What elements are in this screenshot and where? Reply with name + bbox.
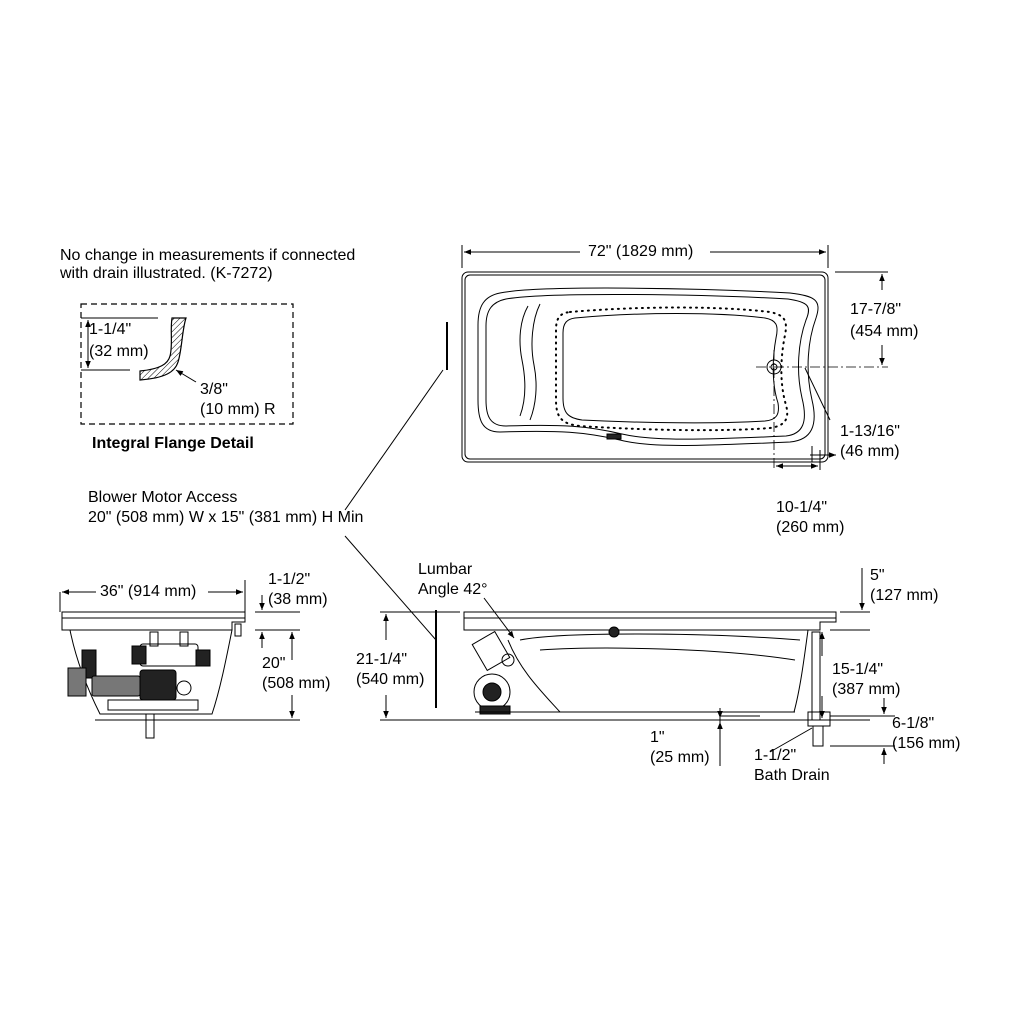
top-view <box>461 245 888 470</box>
clearance-imperial: 1" <box>650 729 665 746</box>
flange-detail-title: Integral Flange Detail <box>92 435 254 452</box>
lumbar-line1: Lumbar <box>418 561 473 578</box>
drain-offset-metric: (454 mm) <box>850 323 919 340</box>
water-depth-metric: (387 mm) <box>832 681 901 698</box>
flange-note-line2: with drain illustrated. (K-7272) <box>60 265 273 282</box>
drain-offset-imperial: 17-7/8" <box>850 301 902 318</box>
side-view <box>380 568 895 766</box>
drain-size: 1-1/2" <box>754 747 797 764</box>
flange-height-5-imperial: 5" <box>870 567 885 584</box>
overall-height-imperial: 21-1/4" <box>356 651 408 668</box>
blower-leaders <box>344 322 448 708</box>
water-depth-imperial: 15-1/4" <box>832 661 884 678</box>
deck-metric: (38 mm) <box>268 591 328 608</box>
drain-end-metric: (260 mm) <box>776 519 845 536</box>
flange-note-line1: No change in measurements if connected <box>60 247 356 264</box>
blower-line1: Blower Motor Access <box>88 489 238 506</box>
flange-radius-imperial: 3/8" <box>200 381 228 398</box>
end-depth-imperial: 20" <box>262 655 286 672</box>
end-view <box>59 580 300 739</box>
drain-end-imperial: 10-1/4" <box>776 499 828 516</box>
flange-height-metric: (32 mm) <box>89 343 149 360</box>
deck-imperial: 1-1/2" <box>268 571 311 588</box>
flange-detail-box <box>80 303 294 425</box>
overall-height-metric: (540 mm) <box>356 671 425 688</box>
blower-line2: 20" (508 mm) W x 15" (381 mm) H Min <box>88 509 364 526</box>
end-width-label: 36" (914 mm) <box>100 583 197 600</box>
drain-label: Bath Drain <box>754 767 830 784</box>
drain-height-metric: (156 mm) <box>892 735 961 752</box>
drain-height-imperial: 6-1/8" <box>892 715 935 732</box>
lumbar-line2: Angle 42° <box>418 581 488 598</box>
clearance-metric: (25 mm) <box>650 749 710 766</box>
rim-imperial: 1-13/16" <box>840 423 900 440</box>
flange-height-imperial: 1-1/4" <box>89 321 132 338</box>
rim-metric: (46 mm) <box>840 443 900 460</box>
flange-profile <box>81 317 197 383</box>
end-depth-metric: (508 mm) <box>262 675 331 692</box>
flange-height-5-metric: (127 mm) <box>870 587 939 604</box>
flange-radius-metric: (10 mm) R <box>200 401 276 418</box>
tub-length-label: 72" (1829 mm) <box>588 243 694 260</box>
